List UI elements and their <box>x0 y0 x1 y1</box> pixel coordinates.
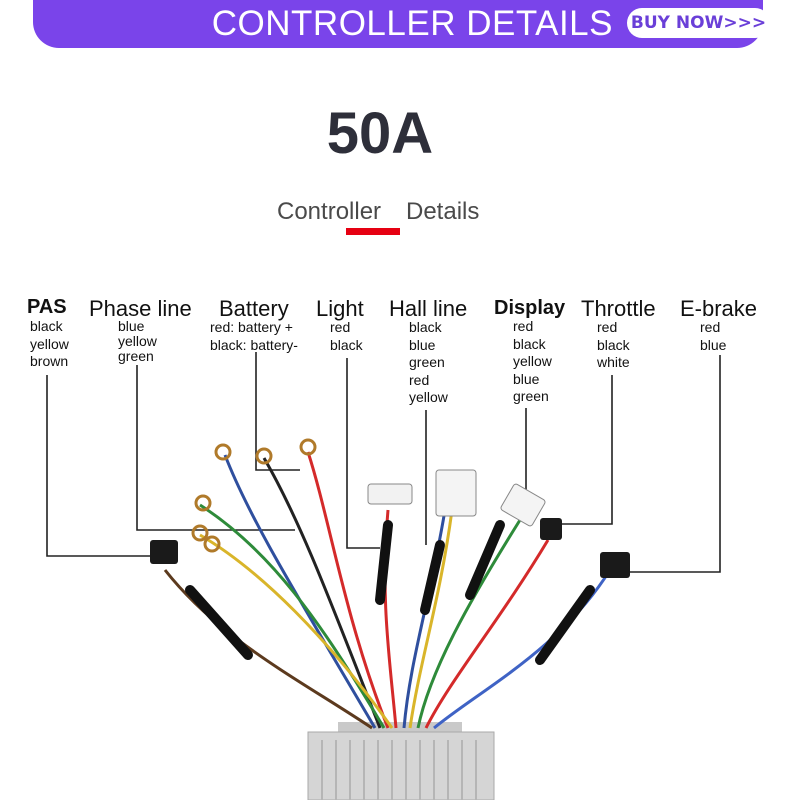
pas-leader-line <box>46 375 150 557</box>
subtitle-details: Details <box>406 198 480 225</box>
wire-color: green <box>118 348 154 364</box>
hall-line-label: Hall line <box>389 296 468 321</box>
wire-color: yellow <box>513 353 552 369</box>
wire-color: red <box>700 319 721 335</box>
controller-housing <box>307 722 495 800</box>
phase-line-wire-colors: blue yellow green <box>118 319 157 364</box>
wire-color: white <box>597 354 630 370</box>
phase-line-label: Phase line <box>89 296 192 321</box>
e-brake-wire-colors: red blue <box>700 319 726 354</box>
wire-color: black: battery- <box>210 336 298 353</box>
wire-color: yellow <box>409 389 448 405</box>
wire-color: red <box>409 371 430 388</box>
wire-color: red <box>513 318 534 334</box>
wire-color: black <box>330 336 363 353</box>
wire-color: blue <box>118 318 145 334</box>
light-label: Light <box>316 296 364 321</box>
light-leader-line <box>346 358 380 549</box>
wire-color: red <box>330 319 351 335</box>
e-brake-leader-line <box>630 355 721 573</box>
pas-label: PAS <box>27 296 67 318</box>
cable-sleeves <box>185 520 595 665</box>
subtitle-underline <box>346 228 400 235</box>
wire-color: blue <box>513 370 540 387</box>
wire-color: red <box>597 319 618 335</box>
wire-color: black <box>513 335 546 352</box>
wire-color: brown <box>30 353 69 369</box>
display-wire-colors: red black yellow blue green <box>513 318 552 406</box>
header-banner: CONTROLLER DETAILS BUY NOW>>> <box>33 0 770 48</box>
wire-color: blue <box>409 336 436 353</box>
throttle-leader-line <box>560 375 613 525</box>
connector-plugs <box>150 469 630 578</box>
wire-color: black <box>30 318 63 334</box>
light-wire-colors: red black <box>330 319 363 354</box>
wire-color: green <box>513 388 549 404</box>
banner-title: CONTROLLER DETAILS <box>211 4 613 43</box>
wire-color: black <box>409 319 442 335</box>
wire-color: yellow <box>30 335 69 352</box>
subtitle-controller: Controller <box>277 198 382 225</box>
display-label: Display <box>494 297 566 319</box>
throttle-label: Throttle <box>581 296 656 321</box>
leader-lines <box>46 352 721 573</box>
ring-terminals <box>191 438 317 553</box>
wire-color: red: battery + <box>210 319 293 335</box>
wire-color: black <box>597 336 630 353</box>
amperage-title: 50A <box>326 101 434 166</box>
e-brake-label: E-brake <box>680 296 758 321</box>
battery-label: Battery <box>219 296 289 321</box>
hall-line-wire-colors: black blue green red yellow <box>409 319 448 407</box>
wire-color: yellow <box>118 333 157 349</box>
wire-bundle <box>163 451 612 730</box>
buy-now-button[interactable]: BUY NOW>>> <box>627 8 770 38</box>
phase-line-leader-line <box>136 365 295 531</box>
battery-wire-colors: red: battery + black: battery- <box>210 319 298 354</box>
wire-color: green <box>409 354 445 370</box>
battery-leader-line <box>255 352 300 471</box>
throttle-wire-colors: red black white <box>597 319 630 372</box>
pas-wire-colors: black yellow brown <box>30 318 69 371</box>
wire-color: blue <box>700 336 727 353</box>
